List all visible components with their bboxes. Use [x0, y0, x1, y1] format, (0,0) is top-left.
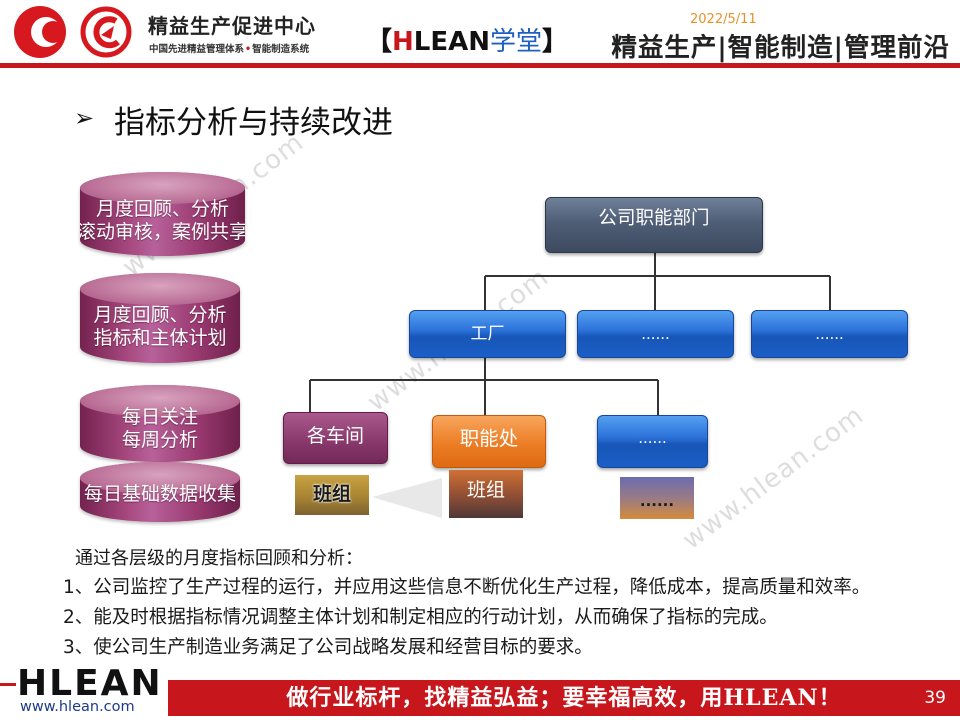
cylinder-label-line: 每周分析: [121, 429, 198, 451]
org-subtitle-left: 中国先进精益管理体系: [149, 44, 245, 55]
brand-close-bracket: 】: [542, 27, 569, 57]
footer-logo-dash: [0, 683, 16, 686]
cylinder-daily-weekly: 每日关注 每周分析: [80, 385, 240, 462]
red-c-logo-icon: [14, 6, 66, 58]
cylinder-monthly-plan-review: 月度回顾、分析 指标和主体计划: [80, 273, 240, 363]
summary-point: 2、能及时根据指标情况调整主体计划和制定相应的行动计划，从而确保了指标的完成。: [63, 607, 778, 628]
cylinder-label: 每日关注 每周分析: [80, 406, 240, 452]
cylinder-top: [80, 172, 245, 204]
org-subtitle: 中国先进精益管理体系•智能制造系统: [149, 41, 309, 55]
org-node-team-workshop: 班组: [295, 475, 369, 515]
cylinder-top: [80, 385, 240, 417]
org-node-company-functions: 公司职能部门: [545, 197, 763, 253]
cylinder-label: 月度回顾、分析 指标和主体计划: [80, 304, 240, 350]
cylinder-monthly-rolling-review: 月度回顾、分析 滚动审核，案例共享: [80, 172, 245, 256]
brand-open-bracket: 【: [366, 27, 393, 57]
cylinder-label-line: 月度回顾、分析: [95, 198, 229, 220]
header-tagline: 精益生产|智能制造|管理前沿: [611, 33, 950, 63]
page-title: 指标分析与持续改进: [114, 105, 393, 141]
cylinder-top: [80, 273, 240, 305]
footer-url: www.hlean.com: [20, 699, 135, 715]
org-node-level2-placeholder: ......: [751, 310, 908, 358]
org-name: 精益生产促进中心: [148, 14, 316, 38]
org-subtitle-dot: •: [245, 44, 252, 55]
summary-point: 3、使公司生产制造业务满足了公司战略发展和经营目标的要求。: [63, 637, 593, 658]
cylinder-label-line: 月度回顾、分析: [93, 304, 227, 326]
brand-h: H: [392, 27, 414, 57]
org-subtitle-right: 智能制造系统: [252, 44, 310, 55]
header-divider: [0, 63, 960, 68]
footer-logo: HLEAN: [17, 663, 163, 704]
header-logo: [14, 6, 132, 58]
red-ring-logo-icon: [80, 6, 132, 58]
org-node-team-office: 班组: [449, 470, 523, 518]
cylinder-top: [80, 462, 240, 494]
brand-school: 学堂: [490, 27, 543, 57]
org-node-workshops: 各车间: [283, 412, 388, 464]
slide-date: 2022/5/11: [690, 12, 757, 27]
org-node-functional-office: 职能处: [432, 415, 546, 468]
cylinder-label: 每日基础数据收集: [80, 483, 240, 506]
cylinder-label-line: 每日关注: [121, 406, 198, 428]
footer-slogan: 做行业标杆，找精益弘益；要幸福高效，用HLEAN！: [286, 685, 842, 711]
cylinder-daily-data: 每日基础数据收集: [80, 462, 240, 522]
org-node-level2-placeholder: ......: [577, 310, 734, 358]
cylinder-label-line: 滚动审核，案例共享: [80, 221, 245, 243]
title-bullet-icon: ➢: [74, 104, 95, 132]
cylinder-label: 月度回顾、分析 滚动审核，案例共享: [80, 198, 245, 244]
page-number: 39: [924, 688, 946, 708]
summary-intro: 通过各层级的月度指标回顾和分析：: [75, 548, 363, 569]
summary-point: 1、公司监控了生产过程的运行，并应用这些信息不断优化生产过程，降低成本，提高质量…: [63, 577, 871, 598]
brand-title: 【HLEAN学堂】: [366, 21, 568, 58]
faint-arrow-shape: [372, 478, 442, 518]
org-node-level3-placeholder: ......: [597, 415, 708, 468]
org-node-level4-placeholder: ......: [620, 477, 694, 519]
footer-band: 做行业标杆，找精益弘益；要幸福高效，用HLEAN！ 39: [168, 680, 960, 716]
brand-lean: LEAN: [413, 27, 490, 57]
cylinder-label-line: 指标和主体计划: [93, 327, 227, 349]
org-node-factory: 工厂: [409, 310, 566, 358]
cylinder-label-line: 每日基础数据收集: [83, 483, 236, 505]
